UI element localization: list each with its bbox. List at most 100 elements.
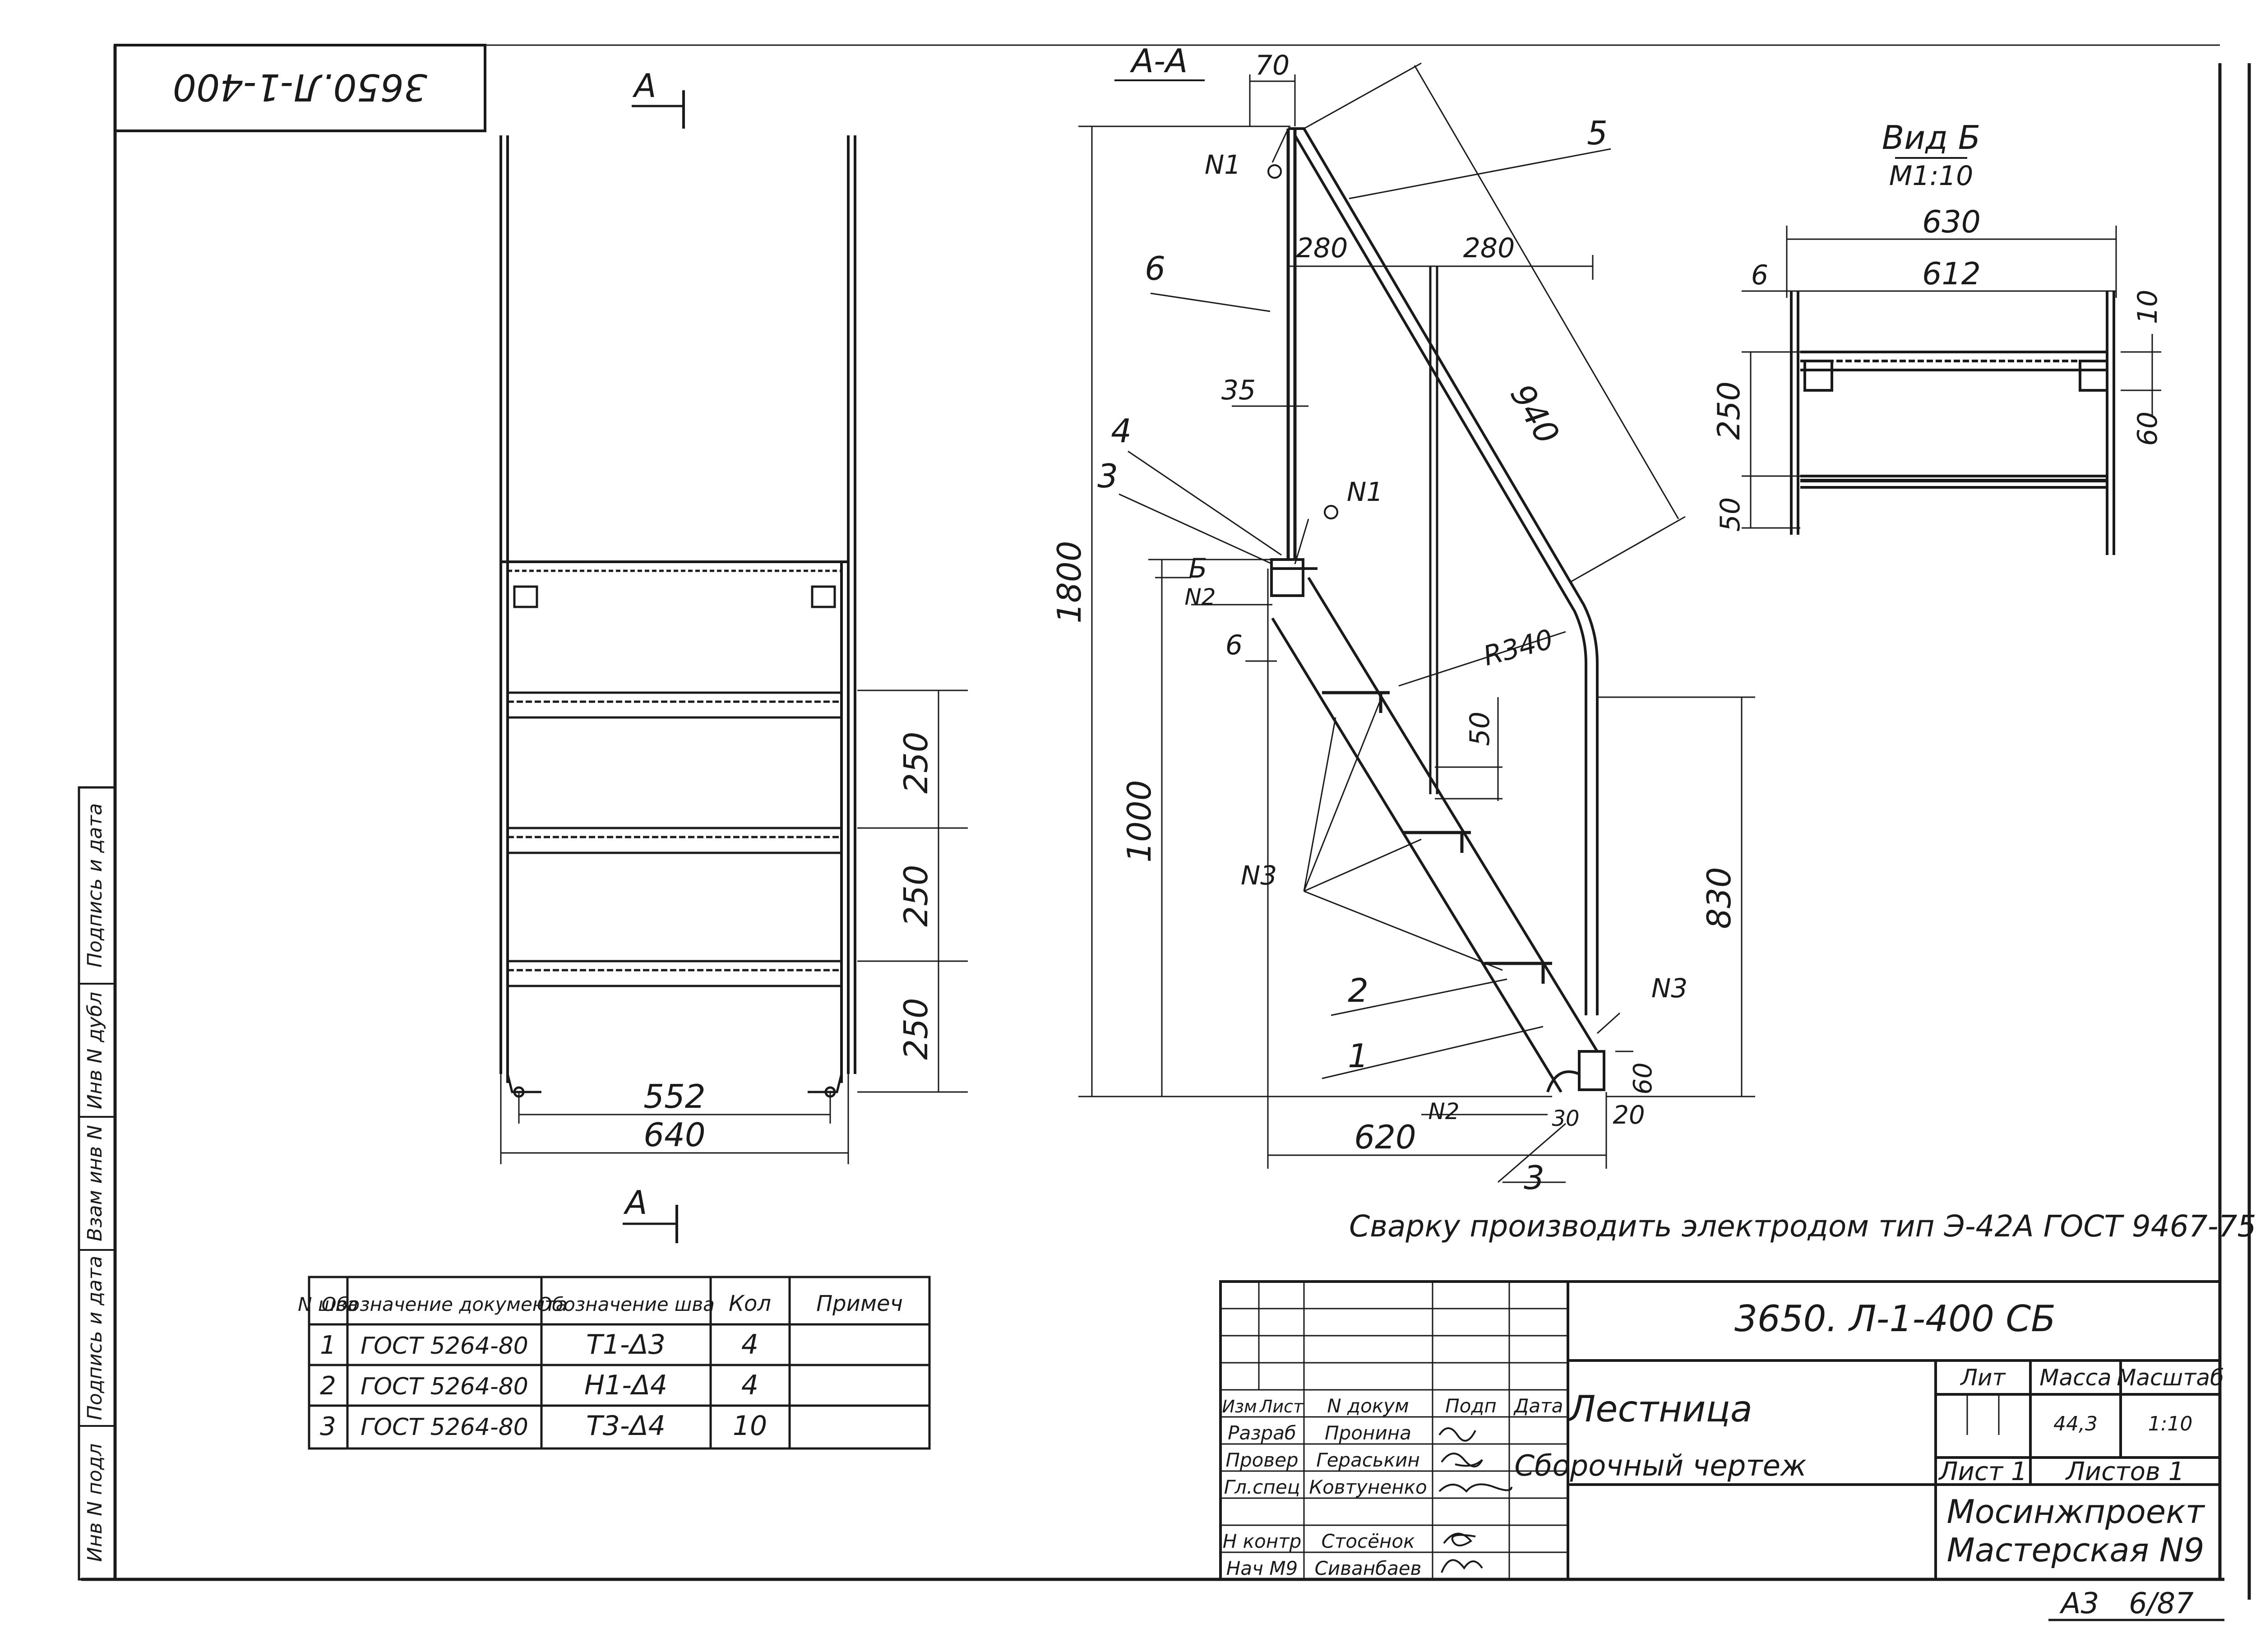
wt-r2-c0: 3 xyxy=(320,1412,336,1441)
wt-header-2: Обозначение шва xyxy=(537,1293,715,1315)
dim-60: 60 xyxy=(1628,1062,1658,1094)
strip-label-3: Инв N дубл xyxy=(83,992,106,1109)
dim-620: 620 xyxy=(1354,1118,1416,1156)
wt-r1-c2: Н1-Δ4 xyxy=(584,1370,667,1401)
tb-scale-value: 1:10 xyxy=(2148,1412,2193,1435)
dim-inner-width: 552 xyxy=(643,1078,705,1115)
dim-612: 612 xyxy=(1922,256,1981,292)
dim-50-line xyxy=(1435,697,1502,801)
dim-1000-line xyxy=(1148,559,1272,1097)
welding-note: Сварку производить электродом тип Э-42А … xyxy=(1349,1209,2256,1244)
handrail xyxy=(1288,127,1599,1015)
view-b-title: Вид Б xyxy=(1882,119,1980,157)
dim-6: 6 xyxy=(1225,629,1243,661)
mid-post xyxy=(1429,266,1438,794)
label-part-3a: 3 xyxy=(1097,457,1118,495)
view-b-scale: М1:10 xyxy=(1889,160,1974,192)
sheet-corner: 6/87 xyxy=(2129,1587,2194,1620)
wt-r0-c3: 4 xyxy=(741,1329,758,1360)
dim-35: 35 xyxy=(1221,375,1256,406)
label-part-5: 5 xyxy=(1587,114,1608,152)
dim-vb-6: 6 xyxy=(1751,259,1768,291)
dim-940-line xyxy=(1304,62,1686,583)
tb-col-0: Изм xyxy=(1222,1397,1257,1416)
tb-name-0: Пронина xyxy=(1325,1422,1411,1444)
side-strip: Инв N подл Подпись и дата Взам инв N Инв… xyxy=(78,786,116,1581)
label-part-3b: 3 xyxy=(1524,1159,1544,1197)
label-n2a: N2 xyxy=(1184,584,1216,610)
tb-role-1: Провер xyxy=(1225,1449,1298,1471)
dim-50: 50 xyxy=(1464,712,1496,746)
stamp-code: 3650.Л-1-400 xyxy=(173,65,427,108)
wt-header-3: Кол xyxy=(729,1291,771,1316)
label-part-4: 4 xyxy=(1111,412,1132,450)
dim-vb-60: 60 xyxy=(2132,412,2164,446)
tb-col-4: Дата xyxy=(1513,1395,1563,1417)
title-block: Изм Лист N докум Подп Дата Разраб Пронин… xyxy=(1219,1280,2224,1581)
front-width-dims xyxy=(500,1074,849,1164)
label-part-6: 6 xyxy=(1145,250,1165,287)
dim-1800-line xyxy=(1078,125,1552,1097)
front-step-dims xyxy=(857,689,968,1093)
dim-vb-50: 50 xyxy=(1715,497,1746,532)
tb-col-1: Лист xyxy=(1259,1397,1304,1416)
tb-lit: Лит xyxy=(1960,1365,2006,1391)
dim-830-line xyxy=(1597,696,1755,1097)
tb-name-4: Сиванбаев xyxy=(1315,1557,1422,1579)
dim-280a: 280 xyxy=(1296,232,1348,264)
dim-20: 20 xyxy=(1613,1101,1645,1130)
wt-r1-c1: ГОСТ 5264-80 xyxy=(361,1373,528,1400)
wt-header-1: Обозначение документа xyxy=(322,1293,568,1315)
wt-r0-c0: 1 xyxy=(320,1331,336,1360)
dim-vb-10: 10 xyxy=(2132,290,2164,324)
label-part-2: 2 xyxy=(1348,972,1368,1009)
tb-org2: Мастерская N9 xyxy=(1947,1531,2205,1569)
tb-scale: Масштаб xyxy=(2117,1365,2224,1391)
wt-r0-c1: ГОСТ 5264-80 xyxy=(361,1333,528,1360)
label-view-b: Б xyxy=(1188,553,1207,584)
dims-280 xyxy=(1288,255,1594,280)
tb-role-4: Нач М9 xyxy=(1226,1557,1298,1579)
label-n1b: N1 xyxy=(1347,477,1383,507)
dim-620-line xyxy=(1267,569,1607,1169)
dim-1000: 1000 xyxy=(1120,780,1158,862)
dim-30: 30 xyxy=(1552,1106,1579,1131)
wt-header-4: Примеч xyxy=(816,1291,903,1316)
tb-org1: Мосинжпроект xyxy=(1946,1493,2205,1531)
strip-label-2: Взам инв N xyxy=(83,1125,106,1241)
tb-role-2: Гл.спец xyxy=(1224,1476,1300,1498)
dim-step-3: 250 xyxy=(897,998,935,1060)
tb-sheet: Лист 1 xyxy=(1938,1457,2027,1486)
signatures xyxy=(1438,1427,1512,1573)
step-angles xyxy=(1322,691,1552,984)
label-n2b: N2 xyxy=(1428,1098,1459,1124)
tb-sheets: Листов 1 xyxy=(2065,1457,2185,1486)
doc-subtitle: Сборочный чертеж xyxy=(1514,1449,1807,1483)
dim-630: 630 xyxy=(1922,204,1981,240)
strip-label-4: Подпись и дата xyxy=(83,803,106,967)
tb-role-0: Разраб xyxy=(1228,1422,1296,1444)
label-n3b: N3 xyxy=(1651,973,1687,1004)
front-rails xyxy=(499,135,856,1083)
section-mark-bottom: А xyxy=(623,1184,647,1222)
strip-label-1: Подпись и дата xyxy=(83,1256,106,1420)
tb-name-1: Гераськин xyxy=(1316,1449,1420,1471)
dim-r340: R340 xyxy=(1480,624,1556,672)
label-part-1: 1 xyxy=(1348,1037,1368,1075)
front-platform xyxy=(508,569,841,608)
doc-code: 3650. Л-1-400 СБ xyxy=(1734,1298,2056,1340)
wt-r1-c3: 4 xyxy=(741,1370,758,1401)
dim-top-w: 70 xyxy=(1255,50,1290,81)
tb-name-3: Стосёнок xyxy=(1322,1530,1415,1552)
tb-col-2: N докум xyxy=(1327,1395,1409,1417)
section-view: А-А 70 xyxy=(1050,42,1755,1197)
dim-outer-width: 640 xyxy=(643,1116,705,1154)
dim-280b: 280 xyxy=(1463,232,1515,264)
leaders xyxy=(1119,128,1621,1183)
sheet-format: А3 xyxy=(2059,1587,2099,1620)
view-b: Вид Б М1:10 xyxy=(1711,119,2164,555)
wt-r2-c3: 10 xyxy=(733,1410,767,1442)
strip-label-0: Инв N подл xyxy=(83,1444,106,1562)
dim-step-2: 250 xyxy=(897,865,935,926)
